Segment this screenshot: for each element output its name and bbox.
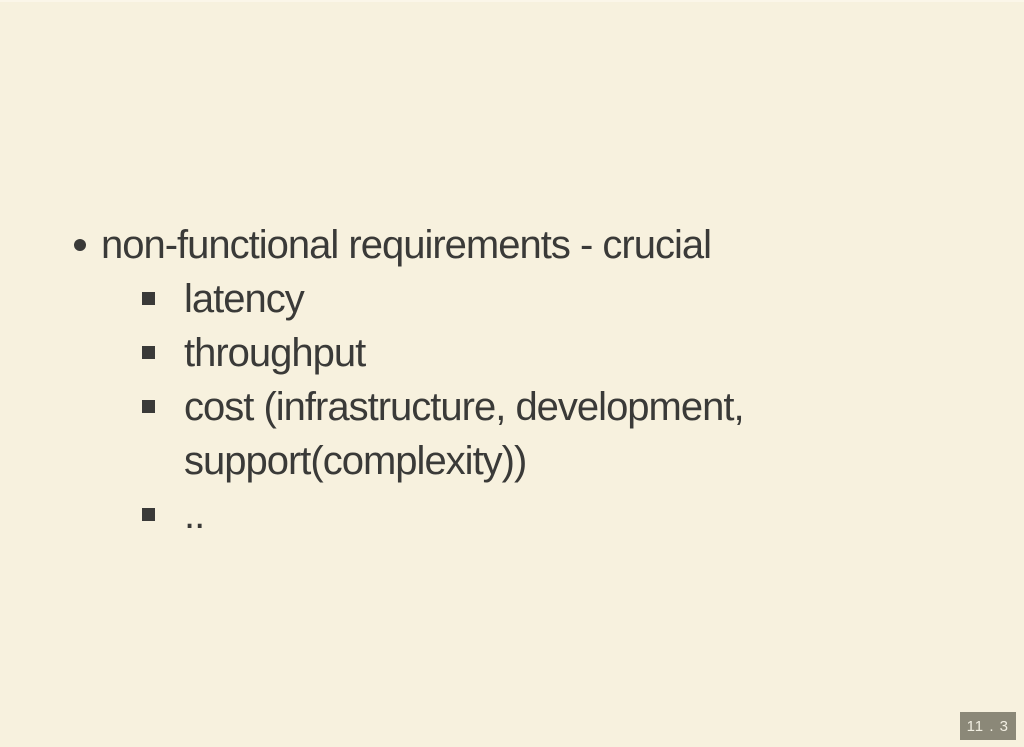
square-bullet-icon bbox=[142, 400, 155, 413]
sub-item-text: latency bbox=[184, 277, 305, 321]
page-indicator-label: 11 . 3 bbox=[966, 717, 1009, 735]
list-item-main: non-functional requirements - crucial bbox=[74, 218, 974, 272]
main-item-text: non-functional requirements - crucial bbox=[101, 223, 712, 267]
square-bullet-icon bbox=[142, 292, 155, 305]
sub-item-text: .. bbox=[184, 493, 205, 537]
page-indicator: 11 . 3 bbox=[959, 712, 1016, 740]
disc-bullet-icon bbox=[74, 239, 86, 251]
sub-item-text: throughput bbox=[184, 331, 366, 375]
square-bullet-icon bbox=[142, 346, 155, 359]
list-item: throughput bbox=[74, 326, 974, 380]
sub-item-text: cost (infrastructure, development, suppo… bbox=[184, 385, 745, 483]
list-item: latency bbox=[74, 272, 974, 326]
list-item: cost (infrastructure, development, suppo… bbox=[74, 380, 974, 488]
square-bullet-icon bbox=[142, 508, 155, 521]
bullet-list: non-functional requirements - crucial la… bbox=[74, 218, 974, 542]
list-item: .. bbox=[74, 488, 974, 542]
